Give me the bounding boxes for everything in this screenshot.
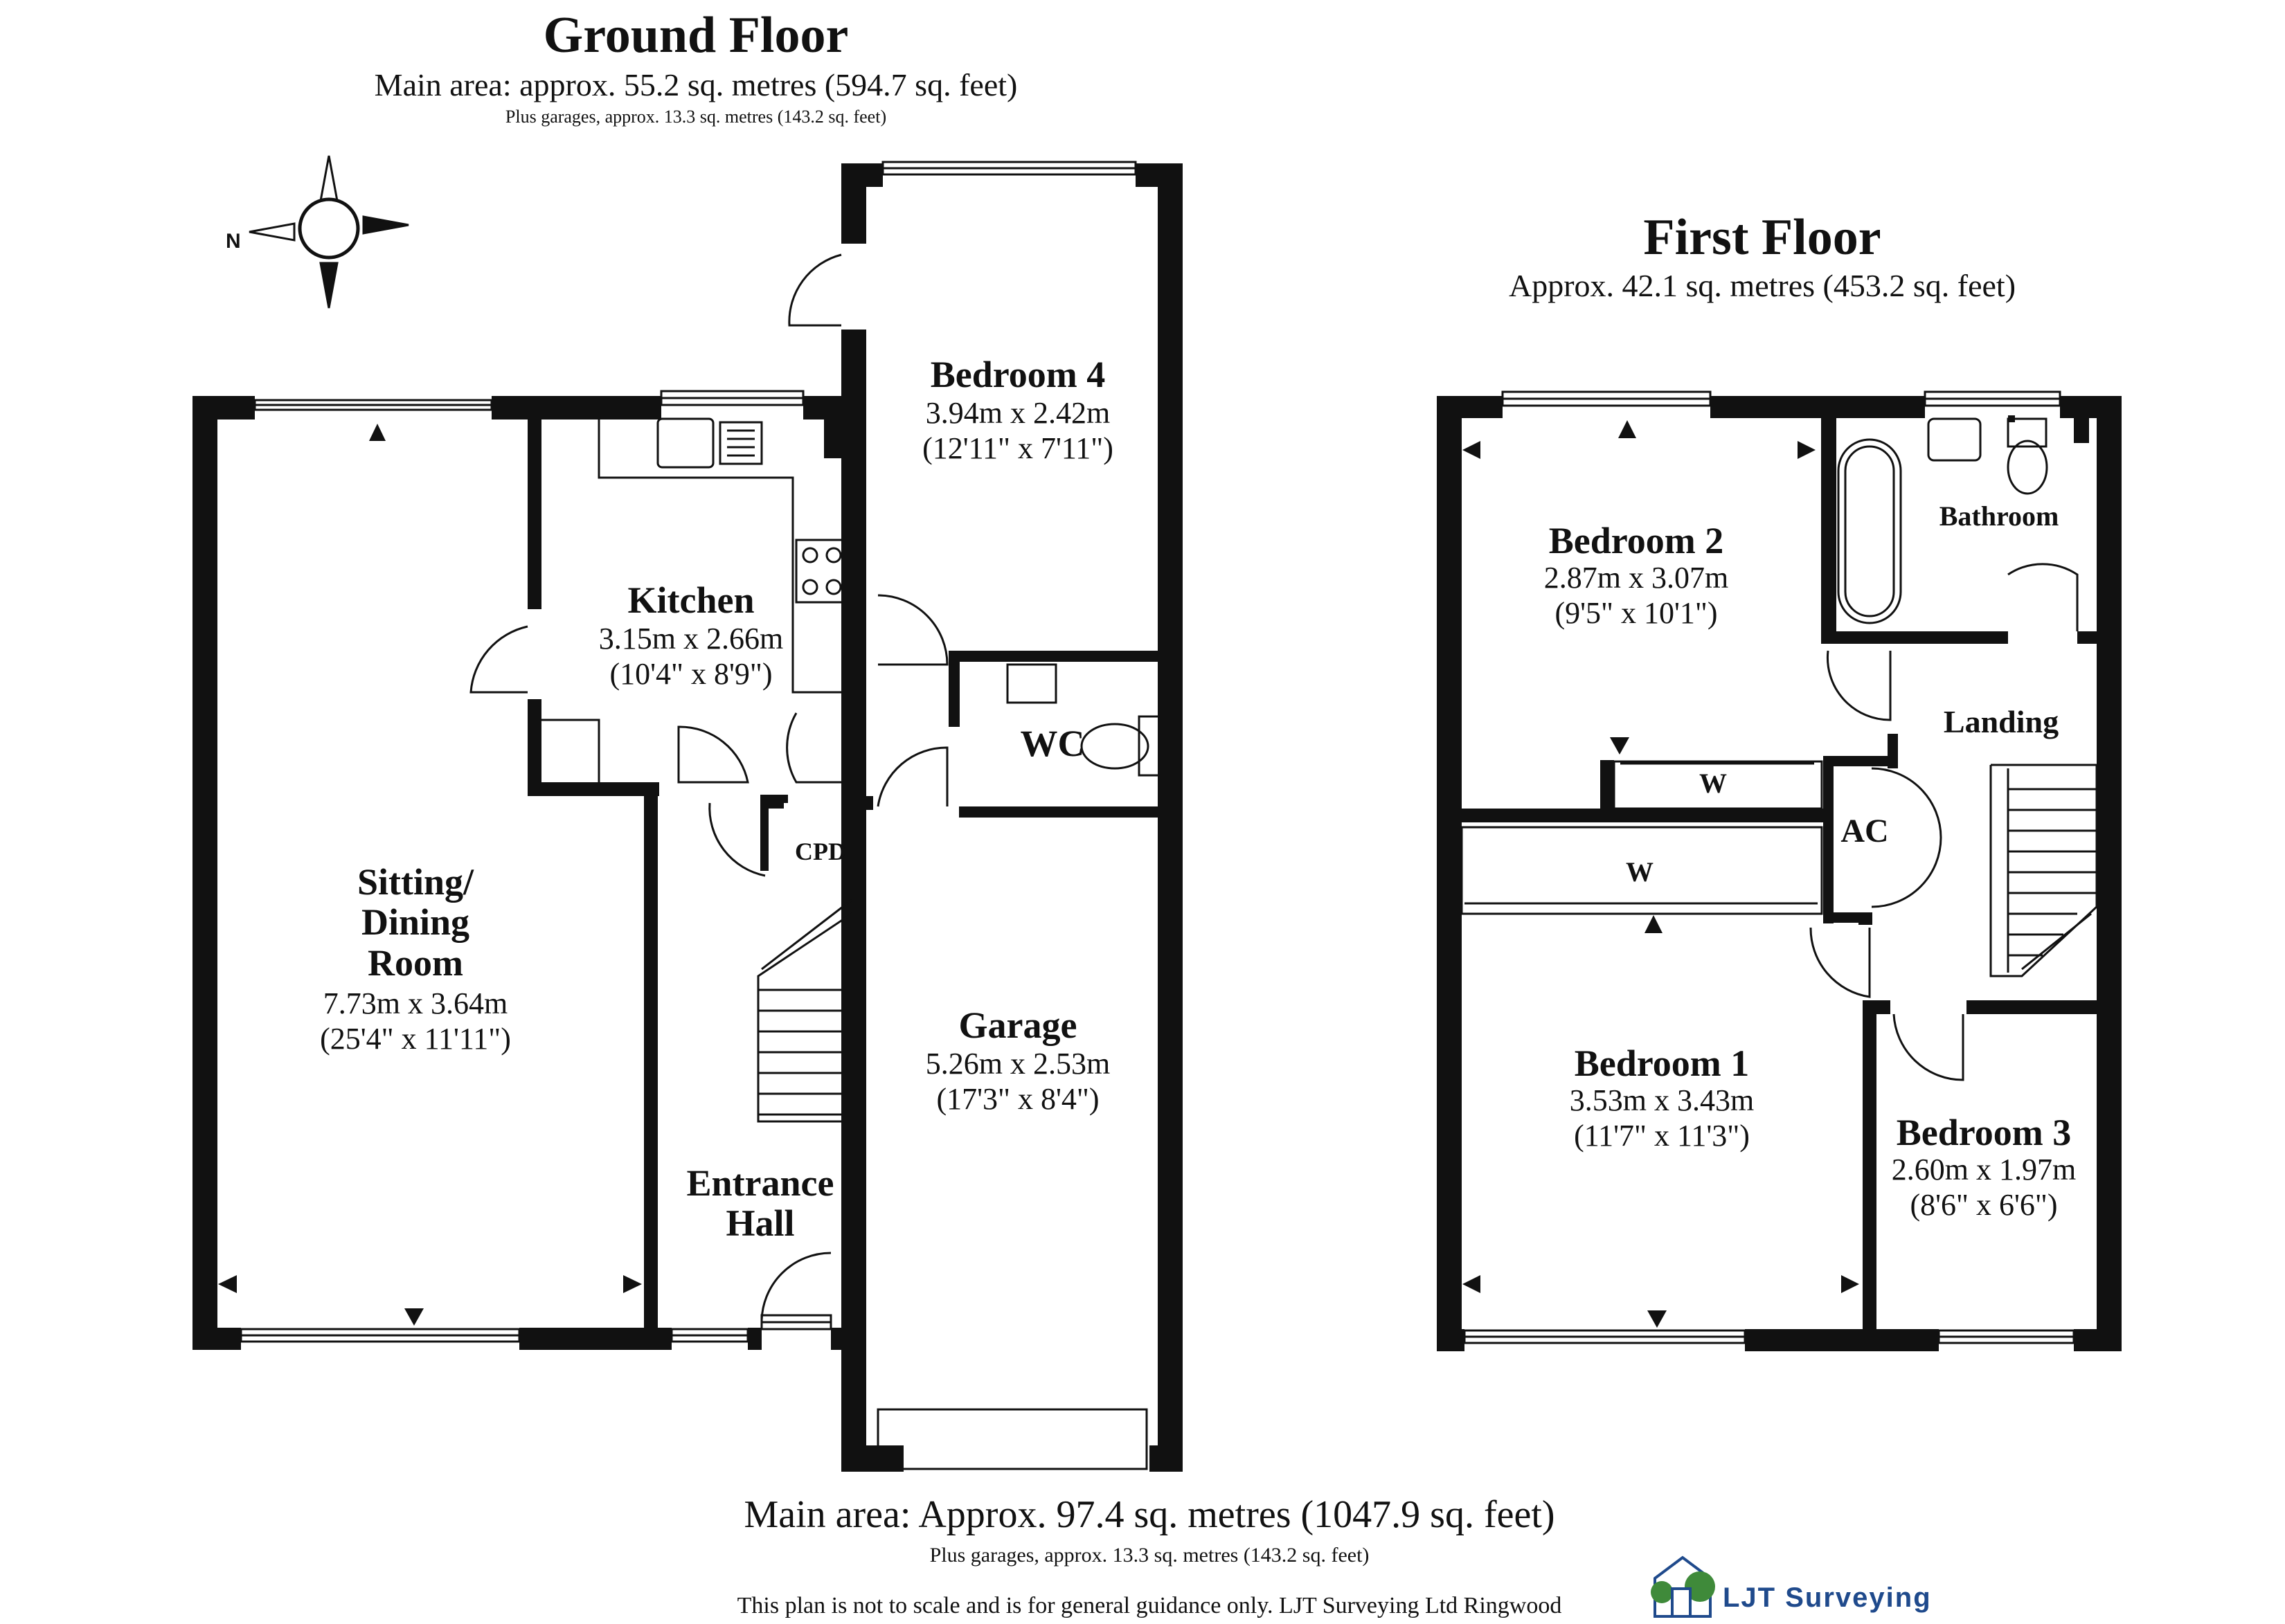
dimension-metric: 2.60m x 1.97m bbox=[1891, 1153, 2077, 1187]
dimension-imperial: (17'3" x 8'4") bbox=[936, 1081, 1100, 1116]
dimension-imperial: (25'4" x 11'11") bbox=[320, 1021, 511, 1056]
room-wc: WC bbox=[1020, 723, 1085, 764]
room-sitting-dining: Sitting/ Dining Room bbox=[357, 862, 474, 983]
ground-floor-walls bbox=[192, 163, 1183, 1472]
room-bedroom-3: Bedroom 3 bbox=[1896, 1112, 2072, 1153]
room-bathroom: Bathroom bbox=[1939, 500, 2059, 532]
dimension-imperial: (9'5" x 10'1") bbox=[1554, 595, 1718, 630]
first-floor-fittings bbox=[1460, 390, 2098, 1344]
room-kitchen: Kitchen bbox=[627, 579, 755, 621]
dimension-metric: 3.94m x 2.42m bbox=[925, 396, 1111, 430]
room-sitting-dining-dimensions: 7.73m x 3.64m (25'4" x 11'11") bbox=[320, 986, 511, 1056]
ground-floor-arrows bbox=[218, 424, 642, 1326]
disclaimer: This plan is not to scale and is for gen… bbox=[737, 1593, 1562, 1618]
room-bedroom-4-dimensions: 3.94m x 2.42m (12'11" x 7'11") bbox=[922, 396, 1113, 466]
room-entrance-hall: Entrance Hall bbox=[687, 1163, 834, 1244]
ground-floor-fittings bbox=[240, 161, 1161, 1470]
room-name-line: Entrance bbox=[686, 1162, 834, 1204]
room-name-line: Sitting/ bbox=[357, 861, 474, 903]
room-bedroom-1-dimensions: 3.53m x 3.43m (11'7" x 11'3") bbox=[1570, 1083, 1754, 1153]
room-bedroom-4: Bedroom 4 bbox=[930, 354, 1106, 395]
total-area: Main area: Approx. 97.4 sq. metres (1047… bbox=[744, 1493, 1555, 1536]
total-garage-area: Plus garages, approx. 13.3 sq. metres (1… bbox=[929, 1544, 1370, 1567]
dimension-metric: 3.15m x 2.66m bbox=[598, 622, 784, 656]
dimension-metric: 7.73m x 3.64m bbox=[323, 986, 508, 1020]
room-bedroom-1: Bedroom 1 bbox=[1574, 1043, 1750, 1084]
compass-north-label: N bbox=[226, 230, 241, 253]
room-kitchen-dimensions: 3.15m x 2.66m (10'4" x 8'9") bbox=[599, 622, 783, 692]
wardrobe-bedroom-1: W bbox=[1626, 856, 1654, 887]
room-name-line: Room bbox=[368, 941, 463, 984]
dimension-imperial: (10'4" x 8'9") bbox=[609, 656, 773, 691]
room-airing-cupboard: AC bbox=[1840, 813, 1889, 849]
room-landing: Landing bbox=[1943, 704, 2059, 739]
dimension-metric: 5.26m x 2.53m bbox=[925, 1047, 1111, 1081]
first-floor-title: First Floor bbox=[1643, 209, 1881, 266]
room-garage: Garage bbox=[958, 1004, 1077, 1046]
ground-floor-area: Main area: approx. 55.2 sq. metres (594.… bbox=[374, 67, 1018, 102]
first-floor-area: Approx. 42.1 sq. metres (453.2 sq. feet) bbox=[1508, 268, 2016, 303]
dimension-metric: 3.53m x 3.43m bbox=[1569, 1083, 1755, 1117]
ground-floor-title: Ground Floor bbox=[543, 7, 849, 64]
dimension-imperial: (8'6" x 6'6") bbox=[1910, 1187, 2058, 1222]
room-name-line: Dining bbox=[361, 901, 470, 944]
room-name-line: Hall bbox=[726, 1202, 795, 1245]
dimension-imperial: (12'11" x 7'11") bbox=[922, 431, 1113, 465]
ground-floor-garage-area: Plus garages, approx. 13.3 sq. metres (1… bbox=[505, 107, 887, 127]
room-bedroom-3-dimensions: 2.60m x 1.97m (8'6" x 6'6") bbox=[1892, 1153, 2076, 1222]
dimension-metric: 2.87m x 3.07m bbox=[1543, 561, 1729, 595]
compass-icon bbox=[249, 155, 409, 309]
room-cpd: CPD bbox=[795, 838, 846, 865]
dimension-imperial: (11'7" x 11'3") bbox=[1574, 1118, 1750, 1153]
first-floor-arrows bbox=[1462, 420, 1859, 1328]
room-garage-dimensions: 5.26m x 2.53m (17'3" x 8'4") bbox=[926, 1047, 1110, 1117]
room-bedroom-2-dimensions: 2.87m x 3.07m (9'5" x 10'1") bbox=[1544, 561, 1728, 631]
ljt-logo-icon bbox=[1651, 1555, 1715, 1618]
first-floor-walls bbox=[1437, 396, 2122, 1351]
wardrobe-bedroom-2: W bbox=[1699, 768, 1727, 799]
room-bedroom-2: Bedroom 2 bbox=[1548, 520, 1724, 561]
company-logo-text: LJT Surveying bbox=[1723, 1582, 1932, 1613]
